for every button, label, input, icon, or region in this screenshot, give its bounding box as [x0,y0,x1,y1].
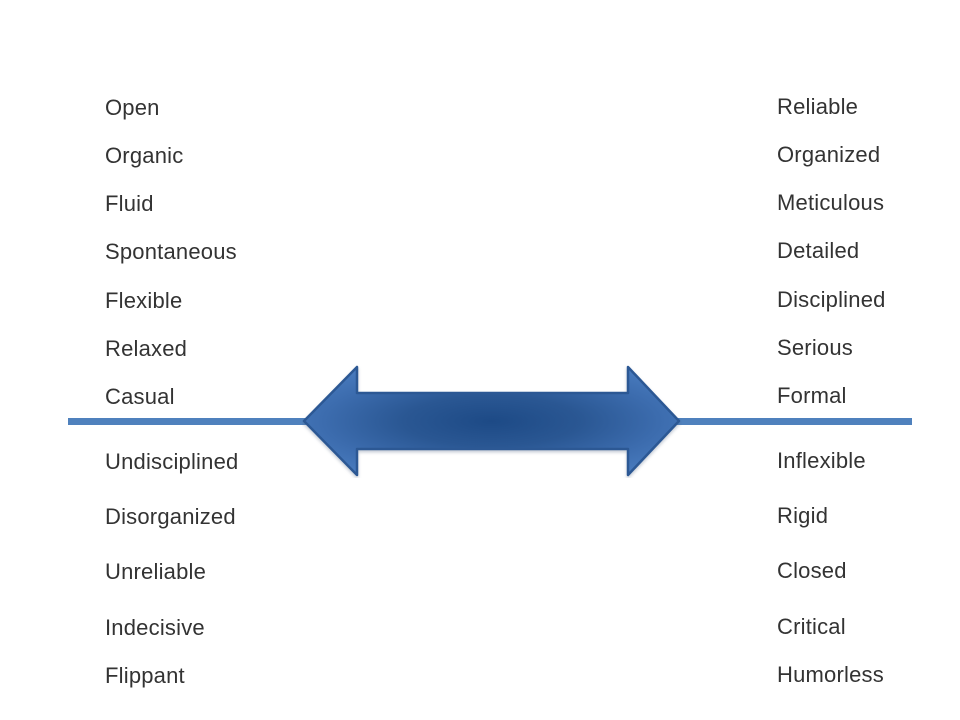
trait-label: Flexible [105,288,183,313]
trait-label: Open [105,95,160,120]
trait-label: Indecisive [105,615,205,640]
trait-label: Spontaneous [105,239,237,264]
trait-label: Organic [105,143,184,168]
trait-label: Unreliable [105,559,207,584]
double-arrow-icon [302,364,682,478]
trait-label: Casual [105,384,175,409]
trait-label: Disciplined [777,287,886,312]
trait-label: Humorless [777,662,884,687]
trait-label: Flippant [105,663,185,688]
trait-label: Serious [777,335,853,360]
trait-label: Detailed [777,238,860,263]
trait-label: Reliable [777,94,859,119]
double-arrow-svg [302,365,681,477]
trait-label: Inflexible [777,448,866,473]
trait-label: Critical [777,614,846,639]
double-arrow-shape [302,365,681,477]
trait-label: Undisciplined [105,449,239,474]
trait-label: Organized [777,142,881,167]
trait-label: Closed [777,558,847,583]
trait-label: Meticulous [777,190,885,215]
trait-label: Fluid [105,191,154,216]
trait-label: Disorganized [105,504,236,529]
trait-label: Formal [777,383,847,408]
trait-label: Relaxed [105,336,188,361]
trait-label: Rigid [777,503,829,528]
